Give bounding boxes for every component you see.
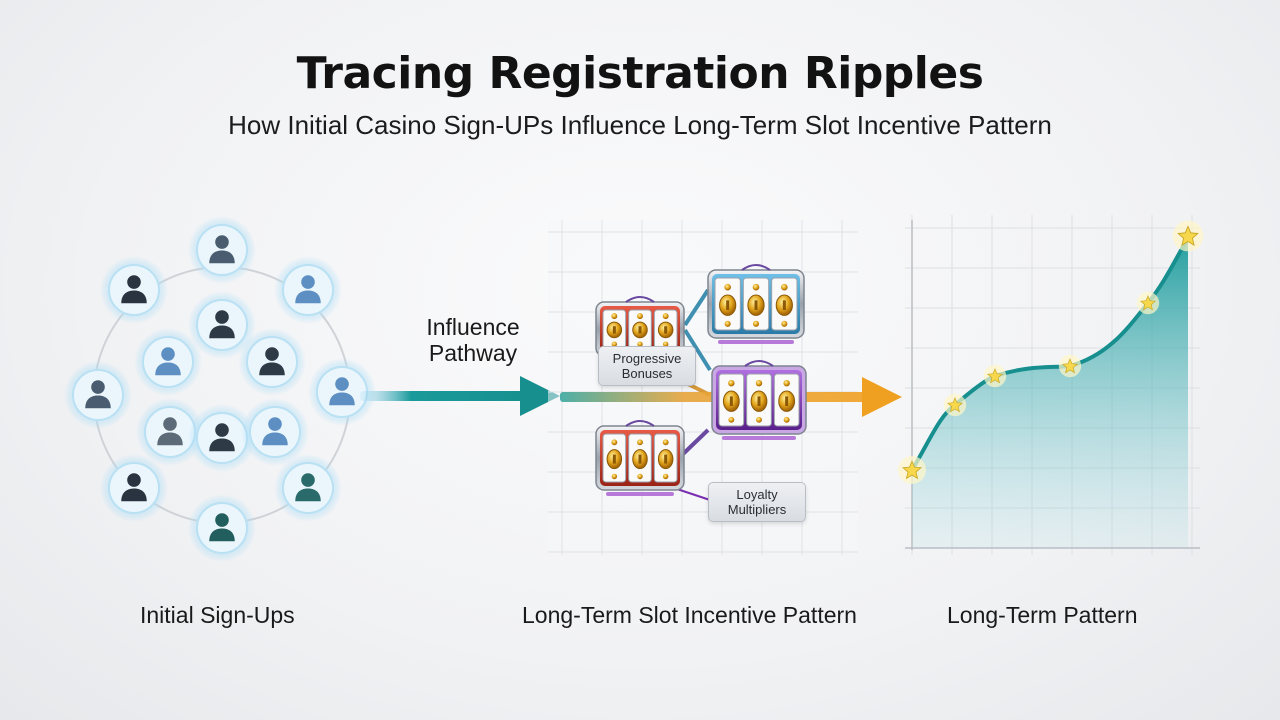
influence-pathway-label: Influence Pathway [388,314,558,366]
person-node [274,256,342,324]
progressive-tag-line-1: Progressive [612,351,682,366]
loyalty-tag-line-1: Loyalty [736,487,778,502]
signup-network [64,216,376,562]
person-node [241,398,309,466]
person-node [100,454,168,522]
person-node [188,216,256,284]
person-node [188,494,256,562]
signups-label: Initial Sign-Ups [140,602,295,628]
progressive-tag-line-2: Bonuses [621,366,673,381]
person-node [238,328,306,396]
slot-machine-center: slot-machine-icon [711,360,807,440]
pattern-label: Long-Term Pattern [947,602,1138,628]
page-subtitle: How Initial Casino Sign-UPs Influence Lo… [228,110,1052,140]
person-node [308,358,376,426]
person-node [188,404,256,472]
loyalty-multipliers-tag: Loyalty Multipliers [708,482,806,522]
pathway-line-2: Pathway [428,340,518,366]
influence-arrow [360,376,560,416]
arrow-right-icon [520,376,560,416]
slot-machine-top-right: slot-machine-icon [707,264,805,344]
growth-chart [898,215,1204,555]
loyalty-tag-line-2: Multipliers [727,502,787,517]
person-node [64,361,132,429]
person-node [134,328,202,396]
page-title: Tracing Registration Ripples [296,48,984,99]
arrow-right-icon [862,377,902,417]
progressive-bonuses-tag: Progressive Bonuses [598,346,696,386]
person-node [136,398,204,466]
slots-label: Long-Term Slot Incentive Pattern [522,602,857,628]
milestone-stars [898,220,1204,484]
person-node [274,454,342,522]
person-node [100,256,168,324]
pathway-line-1: Influence [426,314,520,340]
person-node [188,291,256,359]
pattern-area [912,238,1188,548]
network-nodes [64,216,376,562]
slot-grid-panel [548,220,858,555]
slot-machine-bottom-left: slot-machine-icon [595,420,685,496]
